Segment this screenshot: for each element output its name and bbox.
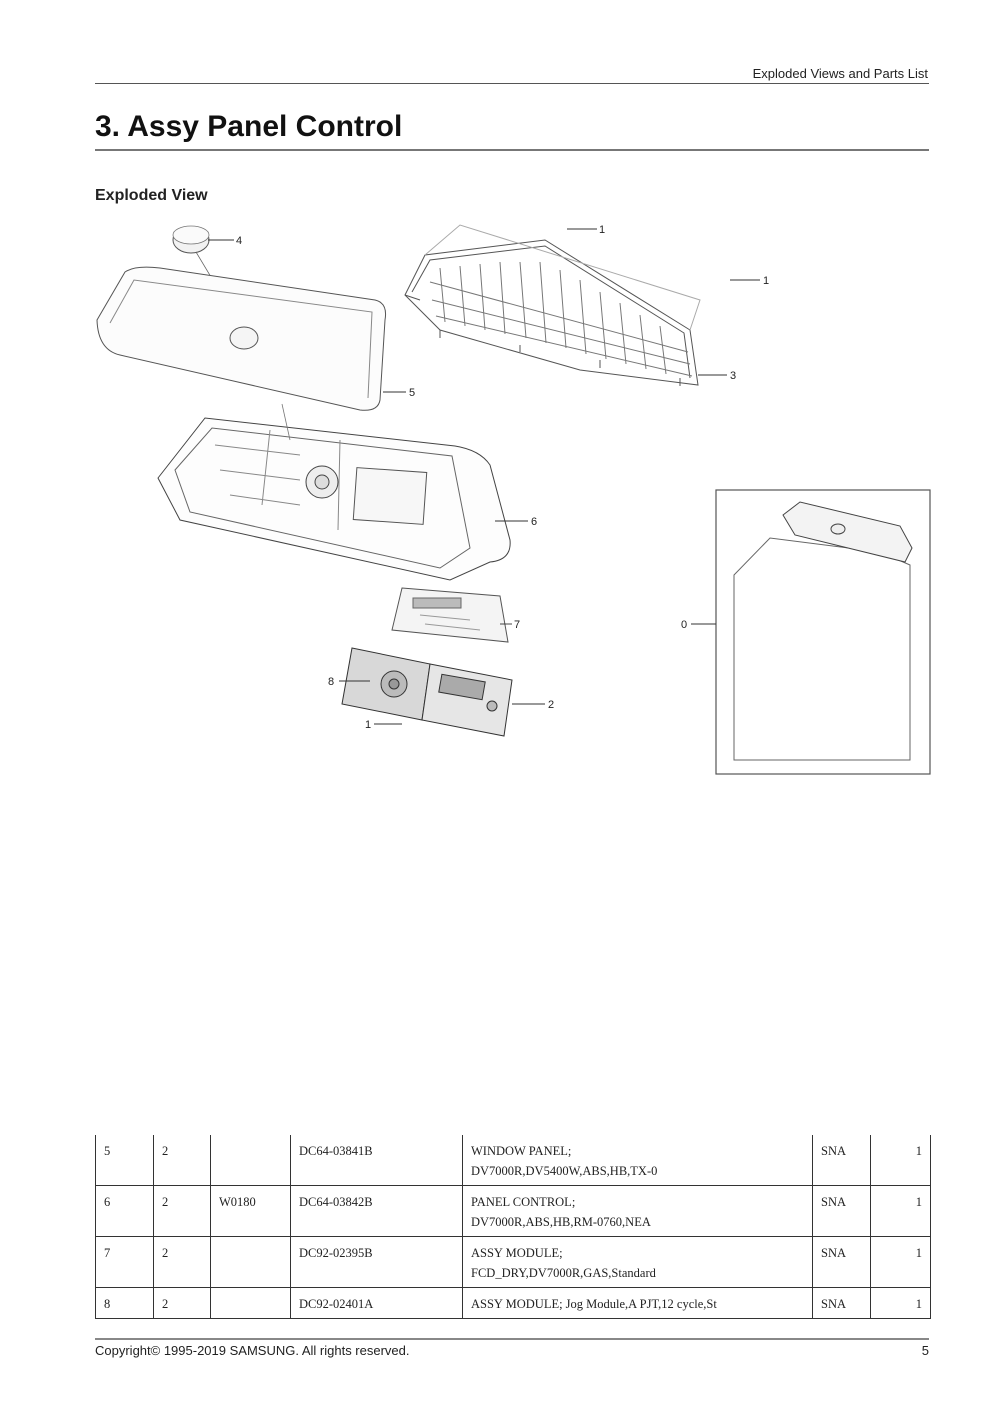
window-panel-part (96, 266, 386, 411)
part-location: W0180 (210, 1185, 291, 1237)
table-row: 6 2 W0180 DC64-03842B PANEL CONTROL; DV70… (95, 1185, 931, 1237)
part-description-line-1: PANEL CONTROL; (471, 1195, 576, 1209)
table-row: 5 2 DC64-03841B WINDOW PANEL; DV7000R,DV5… (95, 1135, 931, 1186)
part-location (210, 1135, 291, 1186)
part-status: SNA (812, 1185, 871, 1237)
callout-5: 5 (409, 387, 415, 399)
part-description-line-1: ASSY MODULE; Jog Module,A PJT,12 cycle,S… (471, 1297, 717, 1311)
part-description-line-2: DV7000R,ABS,HB,RM-0760,NEA (471, 1215, 651, 1229)
part-no: 6 (95, 1185, 154, 1237)
part-status: SNA (812, 1135, 871, 1186)
page-number: 5 (921, 1343, 929, 1358)
part-description: WINDOW PANEL; DV7000R,DV5400W,ABS,HB,TX-0 (462, 1135, 813, 1186)
part-quantity: 1 (870, 1185, 931, 1237)
callout-0: 0 (681, 619, 687, 631)
part-status: SNA (812, 1287, 871, 1319)
header-rule (95, 83, 929, 84)
part-description: ASSY MODULE; Jog Module,A PJT,12 cycle,S… (462, 1287, 813, 1319)
callout-4: 4 (236, 235, 242, 247)
part-level: 2 (153, 1185, 211, 1237)
part-status: SNA (812, 1236, 871, 1288)
callout-2: 2 (548, 699, 554, 711)
part-quantity: 1 (870, 1236, 931, 1288)
part-no: 7 (95, 1236, 154, 1288)
page-title: 3. Assy Panel Control (95, 110, 403, 143)
panel-control-part (157, 417, 511, 581)
part-code: DC92-02395B (290, 1236, 463, 1288)
assy-module-pcb-part (391, 587, 509, 643)
callout-1-bottom: 1 (365, 719, 371, 731)
part-description: PANEL CONTROL; DV7000R,ABS,HB,RM-0760,NEA (462, 1185, 813, 1237)
header-section-label: Exploded Views and Parts List (752, 66, 928, 81)
callout-6: 6 (531, 516, 537, 528)
callout-3: 3 (730, 370, 736, 382)
table-row: 8 2 DC92-02401A ASSY MODULE; Jog Module,… (95, 1287, 931, 1319)
part-quantity: 1 (870, 1135, 931, 1186)
knob-part (172, 225, 210, 254)
part-description-line-1: ASSY MODULE; (471, 1246, 563, 1260)
part-location (210, 1236, 291, 1288)
table-row: 7 2 DC92-02395B ASSY MODULE; FCD_DRY,DV70… (95, 1236, 931, 1288)
title-rule (95, 149, 929, 151)
callout-leaders (208, 228, 760, 725)
callout-1-right: 1 (763, 275, 769, 287)
exploded-view-diagram: 1 1 3 4 5 6 7 8 2 1 0 (96, 224, 931, 775)
inset-dryer-view (715, 489, 931, 775)
part-description: ASSY MODULE; FCD_DRY,DV7000R,GAS,Standard (462, 1236, 813, 1288)
part-code: DC64-03842B (290, 1185, 463, 1237)
part-code: DC92-02401A (290, 1287, 463, 1319)
callout-1-top: 1 (599, 224, 605, 236)
panel-guide-line (281, 403, 291, 441)
part-quantity: 1 (870, 1287, 931, 1319)
parts-table: 5 2 DC64-03841B WINDOW PANEL; DV7000R,DV5… (95, 1135, 931, 1319)
part-description-line-2: FCD_DRY,DV7000R,GAS,Standard (471, 1266, 656, 1280)
module-cover-part (421, 663, 513, 737)
part-description-line-2: DV7000R,DV5400W,ABS,HB,TX-0 (471, 1164, 658, 1178)
part-level: 2 (153, 1236, 211, 1288)
part-no: 5 (95, 1135, 154, 1186)
grille-frame-part (404, 224, 701, 386)
jog-module-part (341, 647, 431, 721)
footer-rule (95, 1338, 929, 1340)
part-description-line-1: WINDOW PANEL; (471, 1144, 572, 1158)
section-title: Exploded View (95, 187, 208, 204)
copyright-text: Copyright© 1995-2019 SAMSUNG. All rights… (95, 1343, 410, 1358)
part-no: 8 (95, 1287, 154, 1319)
part-level: 2 (153, 1287, 211, 1319)
part-location (210, 1287, 291, 1319)
callout-7: 7 (514, 619, 520, 631)
part-level: 2 (153, 1135, 211, 1186)
part-code: DC64-03841B (290, 1135, 463, 1186)
callout-8: 8 (328, 676, 334, 688)
